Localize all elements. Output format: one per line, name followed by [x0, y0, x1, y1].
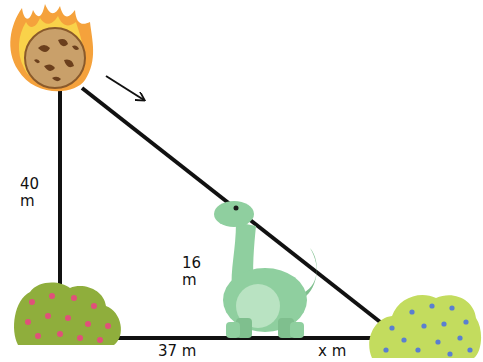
dimension-label: 16 m — [182, 255, 208, 288]
hypotenuse-line — [82, 88, 398, 336]
left-bush — [14, 282, 121, 345]
dimension-label: x m — [318, 343, 368, 360]
dimension-label: 40 m — [20, 176, 46, 209]
motion-arrow — [106, 76, 144, 100]
height-line — [58, 85, 62, 300]
right-bush — [369, 295, 481, 358]
meteor — [10, 4, 93, 91]
dimension-label: 37 m — [158, 343, 218, 360]
dinosaur — [214, 201, 317, 338]
